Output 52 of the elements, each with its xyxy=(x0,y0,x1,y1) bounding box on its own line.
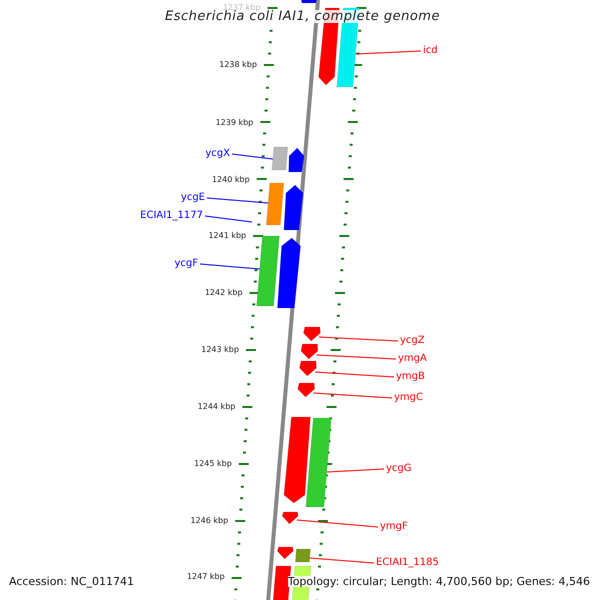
gene-block xyxy=(277,238,301,308)
gene-label: ymgB xyxy=(396,372,425,382)
gene-label: ymgC xyxy=(394,393,423,403)
leader-line xyxy=(296,520,378,528)
position-label: 1241 kbp xyxy=(208,232,246,240)
gene-label: ECIAI1_1177 xyxy=(140,211,203,221)
gene-block xyxy=(300,344,318,360)
leader-line xyxy=(326,468,384,472)
gene-label: ycgG xyxy=(386,464,412,474)
leader-line xyxy=(200,264,260,270)
position-label: 1245 kbp xyxy=(194,460,232,468)
position-label: 1247 kbp xyxy=(186,573,225,581)
gene-block xyxy=(299,360,317,376)
leader-line xyxy=(316,354,396,360)
gene-block xyxy=(300,0,318,4)
gene-block xyxy=(282,512,298,524)
gene-block xyxy=(295,548,311,562)
gene-label: ymgA xyxy=(398,354,427,364)
accession-text: Accession: NC_011741 xyxy=(9,576,134,587)
position-label: 1239 kbp xyxy=(216,119,254,127)
gene-label: ycgZ xyxy=(400,336,425,346)
gene-block xyxy=(284,416,311,504)
gene-block xyxy=(272,146,288,170)
gene-label: ycgE xyxy=(180,193,205,203)
position-label: 1240 kbp xyxy=(212,176,250,184)
leader-line xyxy=(314,372,394,378)
leader-line xyxy=(312,392,392,398)
gene-label: icd xyxy=(423,46,438,56)
position-label: 1237 kbp xyxy=(222,4,260,12)
gene-block xyxy=(288,148,304,172)
leader-line xyxy=(232,154,274,160)
leader-line xyxy=(309,558,374,564)
position-label: 1244 kbp xyxy=(198,403,236,411)
position-label: 1243 kbp xyxy=(201,346,239,354)
position-label: 1242 kbp xyxy=(204,289,243,297)
gene-block xyxy=(256,236,280,306)
leader-line xyxy=(206,198,269,204)
leader-line xyxy=(318,336,398,342)
position-label: 1238 kbp xyxy=(219,61,257,69)
gene-block xyxy=(297,382,315,398)
gene-block xyxy=(306,418,332,508)
gene-label: ycgF xyxy=(174,259,198,269)
leader-line xyxy=(204,216,252,222)
gene-block xyxy=(277,546,294,560)
leader-line xyxy=(355,50,422,54)
gene-label: ECIAI1_1185 xyxy=(376,558,439,568)
gene-label: ycgX xyxy=(205,149,230,159)
gene-block xyxy=(266,182,284,226)
gene-block xyxy=(303,326,321,342)
position-label: 1246 kbp xyxy=(190,517,228,525)
gene-block xyxy=(284,184,304,230)
gene-label: ymgF xyxy=(380,522,408,532)
